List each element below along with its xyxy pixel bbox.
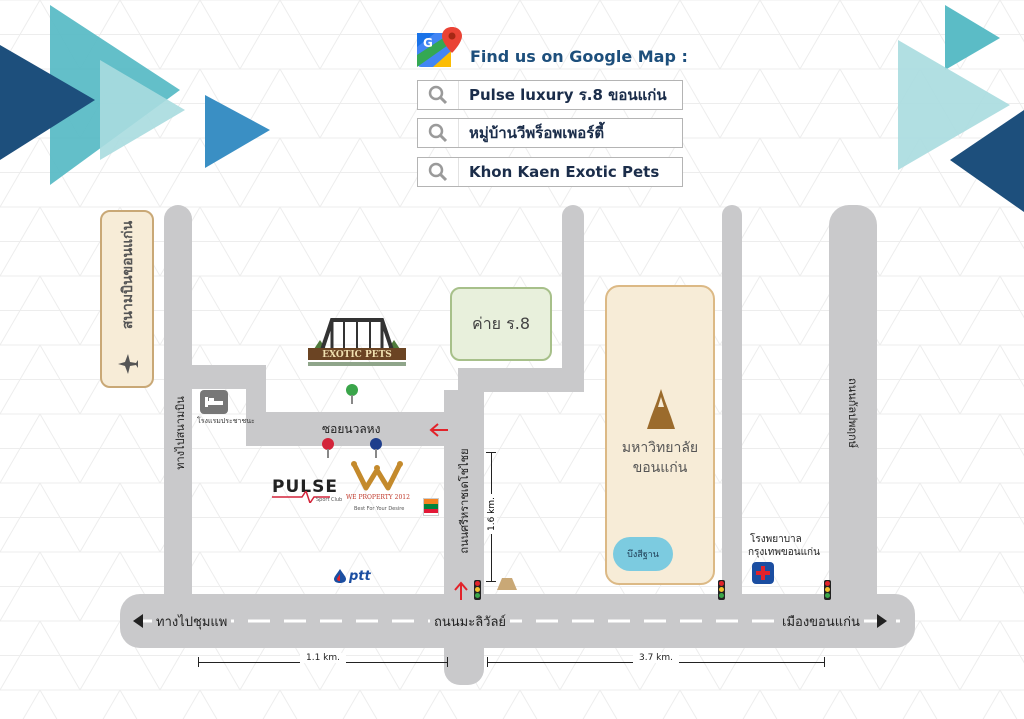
distance-marker-right: 3.7 km. xyxy=(487,653,825,667)
exotic-pets-pin xyxy=(346,384,358,404)
university-emblem-icon xyxy=(647,389,675,429)
traffic-light-icon xyxy=(474,580,481,600)
distance-marker-left: 1.1 km. xyxy=(198,653,448,667)
hotel-icon xyxy=(200,390,228,414)
svg-text:G: G xyxy=(423,36,433,50)
camp-box: ค่าย ร.8 xyxy=(450,287,552,361)
header-title: Find us on Google Map : xyxy=(470,47,688,66)
road-label-to-city: เมืองขอนแก่น xyxy=(778,611,864,632)
arrow-right-icon xyxy=(877,614,887,628)
search-label: หมู่บ้านวีพร็อพเพอร์ตี้ xyxy=(469,124,605,142)
we-property-pin xyxy=(370,438,382,458)
camp-label: ค่าย ร.8 xyxy=(471,313,530,333)
search-label: Pulse luxury ร.8 ขอนแก่น xyxy=(469,86,667,104)
road-middle-vertical xyxy=(722,205,742,605)
exotic-pets-name: EXOTIC PETS xyxy=(322,350,392,360)
university-box: มหาวิทยาลัย ขอนแก่น บึงสีฐาน xyxy=(605,285,715,585)
distance-left-label: 1.1 km. xyxy=(299,653,347,663)
we-property-name: WE PROPERTY 2012 xyxy=(346,494,410,501)
distance-marker-vertical: 1.6 km. xyxy=(486,452,497,582)
direction-arrow-up-icon xyxy=(454,581,468,600)
search-label: Khon Kaen Exotic Pets xyxy=(469,163,660,181)
direction-arrow-left-icon xyxy=(429,423,448,437)
we-property-tagline: Best For Your Desire xyxy=(354,506,405,512)
university-label-line1: มหาวิทยาลัย xyxy=(621,440,699,456)
road-label-kanlapaphruek: ถนนกัลปพฤกษ์ xyxy=(846,378,859,448)
exotic-pets-logo: EXOTIC PETS xyxy=(308,318,406,366)
ptt-drop-icon xyxy=(334,569,346,583)
pulse-logo-text: PULSE xyxy=(272,477,338,497)
traffic-light-icon xyxy=(718,580,725,600)
pond: บึงสีฐาน xyxy=(613,537,673,571)
distance-right-label: 3.7 km. xyxy=(632,653,680,663)
corner-decoration-left xyxy=(0,5,270,185)
road-to-airport xyxy=(164,205,192,605)
road-label-to-airport: ทางไปสนามบิน xyxy=(174,396,187,470)
road-label-sri-chan: ถนนศรีหราชเดโชไชย xyxy=(458,448,471,554)
we-property-crown-icon xyxy=(351,461,403,491)
search-box-we-property[interactable]: หมู่บ้านวีพร็อพเพอร์ตี้ xyxy=(417,118,683,148)
distance-vertical-label: 1.6 km. xyxy=(487,494,497,534)
ptt-logo: ptt xyxy=(333,568,371,584)
pulse-logo: PULSE Sport Club xyxy=(272,477,352,507)
search-icon xyxy=(418,119,459,147)
pond-label: บึงสีฐาน xyxy=(627,550,659,560)
hospital-icon xyxy=(752,562,774,584)
pulse-pin xyxy=(322,438,334,458)
airplane-icon xyxy=(118,354,138,374)
airport-box: สนามบินขอนแก่น xyxy=(100,210,154,388)
road-label-mali-wan: ถนนมะลิวัลย์ xyxy=(430,611,511,632)
pulse-logo-sub: Sport Club xyxy=(316,497,343,503)
search-box-pulse[interactable]: Pulse luxury ร.8 ขอนแก่น xyxy=(417,80,683,110)
road-soi-nuanhong xyxy=(246,412,456,446)
seven-eleven-icon xyxy=(423,498,439,516)
hospital-label-line2: กรุงเทพขอนแก่น xyxy=(748,547,820,558)
hotel-label: โรงแรมประชาชนะ xyxy=(197,417,255,425)
arrow-left-icon xyxy=(133,614,143,628)
corner-decoration-right xyxy=(898,5,1024,212)
traffic-light-icon xyxy=(824,580,831,600)
road-label-soi: ซอยนวลหง xyxy=(322,422,381,436)
airport-label: สนามบินขอนแก่น xyxy=(120,220,136,330)
overpass-icon xyxy=(497,578,517,590)
search-icon xyxy=(418,81,459,109)
ptt-label: ptt xyxy=(349,568,371,584)
google-maps-icon: G xyxy=(417,27,462,67)
search-box-exotic-pets[interactable]: Khon Kaen Exotic Pets xyxy=(417,157,683,187)
road-kanlapaphruek xyxy=(829,205,877,605)
road-camp-vertical xyxy=(562,205,584,392)
hospital-label-line1: โรงพยาบาล xyxy=(750,534,802,545)
university-label-line2: ขอนแก่น xyxy=(632,460,688,476)
search-icon xyxy=(418,158,459,186)
road-center-dashes xyxy=(140,619,900,623)
road-label-to-chumphae: ทางไปชุมแพ xyxy=(152,611,232,632)
